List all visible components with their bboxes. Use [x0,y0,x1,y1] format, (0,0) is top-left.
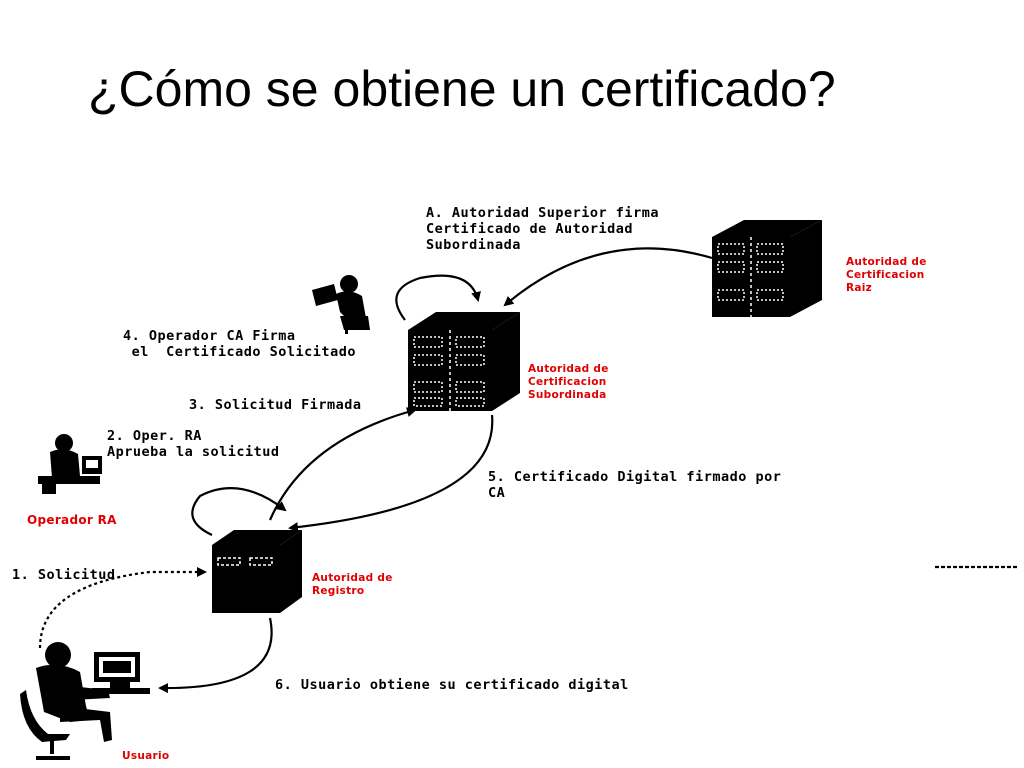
step-a-label: A. Autoridad Superior firma Certificado … [426,205,659,253]
ca-operator-person-icon [312,275,370,334]
step-1-label: 1. Solicitud [12,567,116,583]
ra-label: Autoridad de Registro [312,572,393,597]
step-5-label: 5. Certificado Digital firmado por CA [488,469,782,501]
step-4-label: 4. Operador CA Firma el Certificado Soli… [123,328,356,360]
step-6-label: 6. Usuario obtiene su certificado digita… [275,677,629,693]
step-2-label: 2. Oper. RA Aprueba la solicitud [107,428,280,460]
arrow-1 [38,567,207,649]
user-label: Usuario [122,750,170,762]
arrow-6 [158,617,273,694]
ra-operator-person-icon [38,434,102,494]
step-3-label: 3. Solicitud Firmada [189,397,362,413]
page-title: ¿Cómo se obtiene un certificado? [88,61,836,117]
arrow-5 [288,414,494,533]
root-ca-label: Autoridad de Certificacion Raiz [846,256,927,294]
operator-ra-label: Operador RA [27,513,117,527]
arrow-4-loop [395,274,481,321]
root-ca-server-icon [712,220,822,317]
arrow-3 [268,407,417,521]
arrow-a [503,247,713,307]
user-person-icon [20,642,150,760]
sub-ca-label: Autoridad de Certificacion Subordinada [528,363,609,401]
ra-server-icon [212,530,302,613]
sub-ca-server-icon [408,312,520,411]
arrow-2-loop [191,487,287,536]
